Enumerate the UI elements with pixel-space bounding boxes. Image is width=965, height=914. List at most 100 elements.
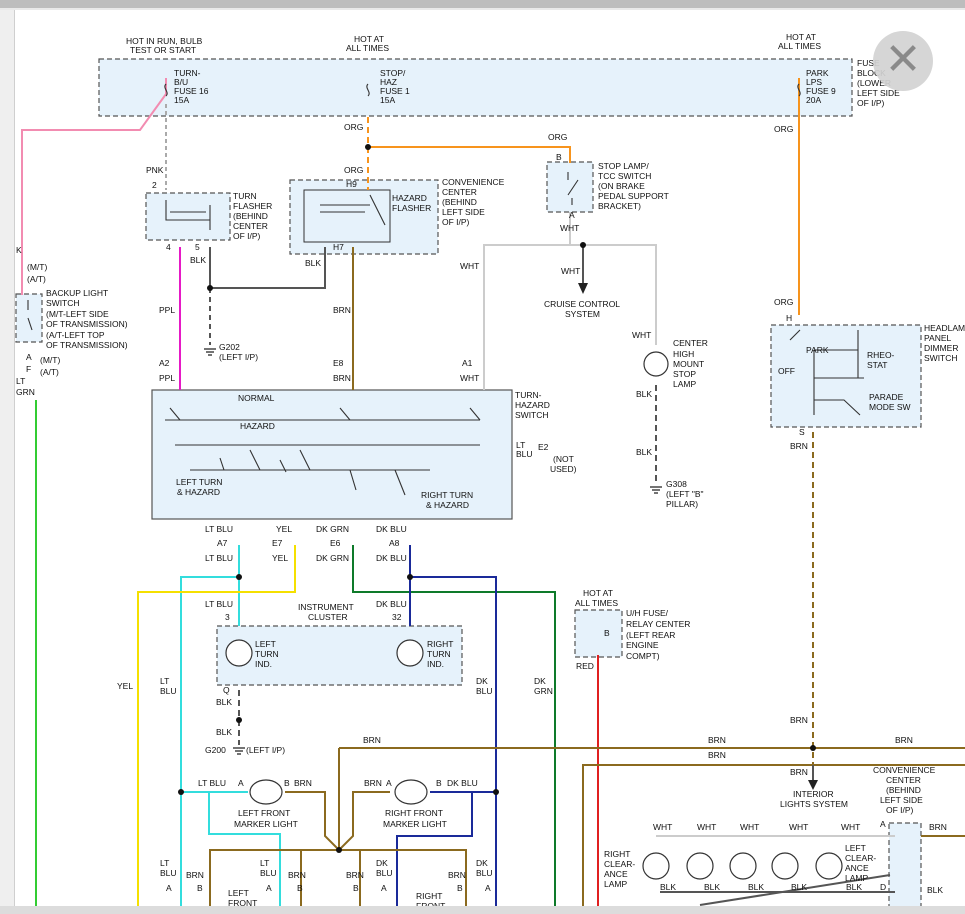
label-b2-brn: BRN — [288, 870, 306, 880]
label-ppl1: PPL — [159, 305, 175, 315]
headlamp-switch-box — [770, 324, 922, 428]
label-b4-dk: DK — [476, 858, 488, 868]
label-left-turn-2: & HAZARD — [177, 487, 220, 497]
label-pin-32: 32 — [392, 612, 402, 622]
label-brn-s3: BRN — [708, 750, 726, 760]
wire-dkgrn — [352, 545, 556, 914]
labels: HOT IN RUN, BULB TEST OR START HOT AT AL… — [16, 32, 965, 911]
label-lc-3: ANCE — [845, 863, 869, 873]
label-g202-1: G202 — [219, 342, 240, 352]
dot-wht — [580, 242, 586, 248]
label-w-dkblu1: DK BLU — [376, 524, 407, 534]
label-rfm-a: A — [386, 778, 392, 788]
label-fuse-block-2: BLOCK — [857, 68, 886, 78]
label-fuse-turn-4: 15A — [174, 95, 189, 105]
label-rfm-dkblu: DK BLU — [447, 778, 478, 788]
label-turn-flasher-4: CENTER — [233, 221, 268, 231]
label-fuse-park-2: LPS — [806, 77, 822, 87]
label-fuse-park-1: PARK — [806, 68, 829, 78]
label-blk1: BLK — [190, 255, 206, 265]
label-dkblu-side-1: DK — [476, 676, 488, 686]
label-cw5: WHT — [841, 822, 860, 832]
label-blk-cc: BLK — [927, 885, 943, 895]
wire-brn-rfm — [338, 791, 390, 851]
label-b3-a: A — [381, 883, 387, 893]
label-lf-1: LEFT — [228, 888, 249, 898]
label-conv-5: OF I/P) — [442, 217, 470, 227]
label-w-dkblu3: DK BLU — [376, 599, 407, 609]
label-w-dkblu2: DK BLU — [376, 553, 407, 563]
label-g202-2: (LEFT I/P) — [219, 352, 258, 362]
label-interior-2: LIGHTS SYSTEM — [780, 799, 848, 809]
label-uh-1: U/H FUSE/ — [626, 608, 669, 618]
wire-blk-clearance-diag — [699, 874, 891, 906]
label-turn-flasher-5: OF I/P) — [233, 231, 261, 241]
label-rf-1: RIGHT — [416, 891, 442, 901]
label-pnk: PNK — [146, 165, 164, 175]
ground-g202 — [204, 348, 216, 356]
label-b1-a: A — [166, 883, 172, 893]
label-pin-q: Q — [223, 685, 230, 695]
label-fuse-park-4: 20A — [806, 95, 821, 105]
wire-brn-l2 — [300, 849, 339, 914]
label-lt-bu: LT — [16, 376, 25, 386]
label-pin-3: 3 — [225, 612, 230, 622]
dot-dkblu — [407, 574, 413, 580]
turn-hazard-switch-box — [151, 389, 513, 520]
label-th-sw-3: SWITCH — [515, 410, 549, 420]
label-conv-4: LEFT SIDE — [442, 207, 485, 217]
label-lc-2: CLEAR- — [845, 853, 876, 863]
label-g308-2: (LEFT "B" — [666, 489, 704, 499]
bulb-clearance-3 — [729, 852, 757, 880]
close-button[interactable]: ✕ — [873, 31, 933, 91]
label-rc-2: CLEAR- — [604, 859, 635, 869]
dot-blk-g202 — [207, 285, 213, 291]
label-pin-b-stop: B — [556, 152, 562, 162]
dot-dkblu-marker — [493, 789, 499, 795]
label-backup-1: BACKUP LIGHT — [46, 288, 108, 298]
label-blk-q1: BLK — [216, 697, 232, 707]
label-conv-1: CONVENIENCE — [442, 177, 505, 187]
label-parade1: PARADE — [869, 392, 904, 402]
label-pin-d-cc: D — [880, 882, 886, 892]
label-g308-1: G308 — [666, 479, 687, 489]
wire-dkblu-branch — [410, 576, 497, 914]
label-stop-sw-5: BRACKET) — [598, 201, 641, 211]
label-pin-s: S — [799, 427, 805, 437]
label-chmsl-4: STOP — [673, 369, 696, 379]
label-rc-4: LAMP — [604, 879, 627, 889]
label-w-dkgrn1: DK GRN — [316, 524, 349, 534]
label-w-ltblu1: LT BLU — [205, 524, 233, 534]
stop-lamp-switch-box — [546, 161, 594, 213]
label-pin-e7: E7 — [272, 538, 283, 548]
label-right-turn-1: RIGHT TURN — [421, 490, 473, 500]
bulb-clearance-2 — [686, 852, 714, 880]
label-conv2-3: (BEHIND — [886, 785, 921, 795]
label-lfm-b: B — [284, 778, 290, 788]
label-dkgrn-side-1: DK — [534, 676, 546, 686]
label-brn-s4: BRN — [790, 715, 808, 725]
label-lti-1: LEFT — [255, 639, 276, 649]
label-w-yel2: YEL — [272, 553, 288, 563]
dot-org — [365, 144, 371, 150]
label-pin-a8: A8 — [389, 538, 400, 548]
bulb-clearance-4 — [771, 852, 799, 880]
backup-switch-box — [15, 293, 43, 343]
label-fuse-turn-3: FUSE 16 — [174, 86, 209, 96]
label-cb2: BLK — [704, 882, 720, 892]
label-ltblu-side-2: BLU — [160, 686, 177, 696]
label-conv2-4: LEFT SIDE — [880, 795, 923, 805]
label-mt2: (M/T) — [40, 355, 60, 365]
label-dim-4: SWITCH — [924, 353, 958, 363]
label-uh-5: COMPT) — [626, 651, 660, 661]
label-turn-flasher-2: FLASHER — [233, 201, 272, 211]
convenience-center-box-2 — [888, 822, 922, 914]
label-pin-a2: A2 — [159, 358, 170, 368]
label-fuse-turn-2: B/U — [174, 77, 188, 87]
label-hot-all3-a: HOT AT — [583, 588, 613, 598]
label-pin-a1: A1 — [462, 358, 473, 368]
label-lti-3: IND. — [255, 659, 272, 669]
label-at2: (A/T) — [40, 367, 59, 377]
label-left-turn-1: LEFT TURN — [176, 477, 222, 487]
window-top-bar — [0, 0, 965, 8]
